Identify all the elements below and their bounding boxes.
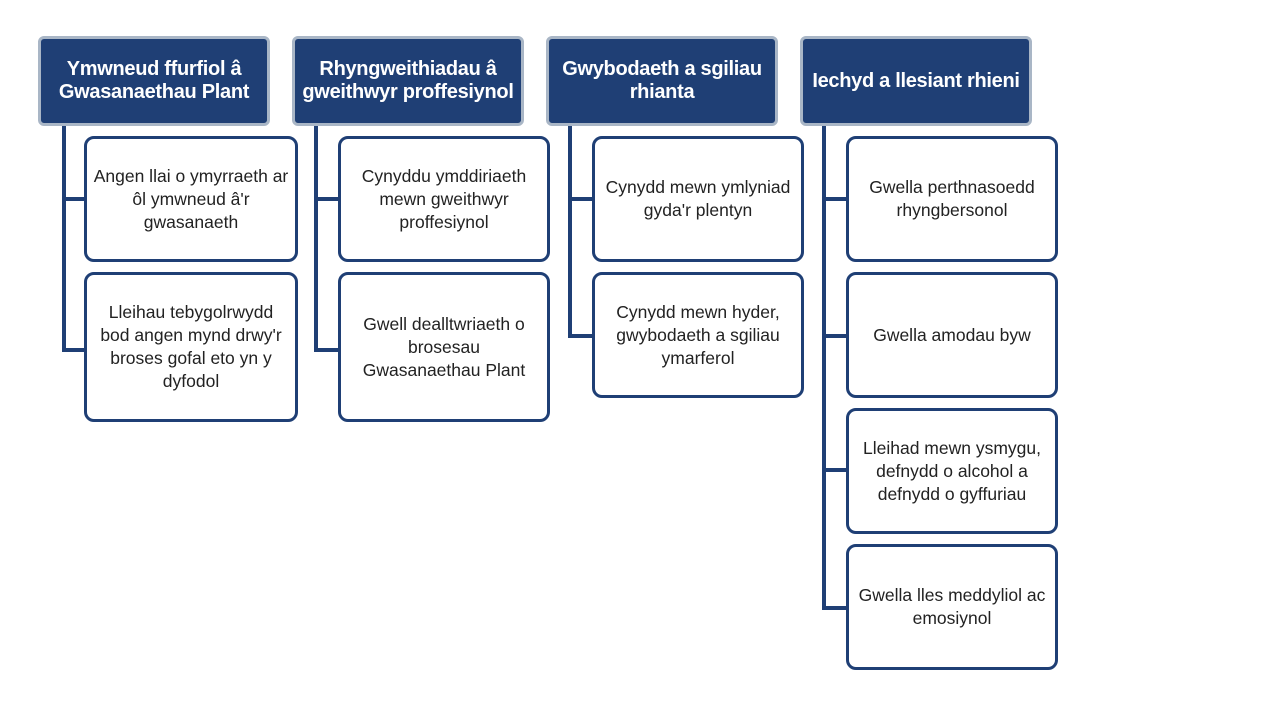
header-label: Rhyngweithiadau â gweithwyr proffesiynol — [302, 58, 514, 103]
outcome-label: Gwell dealltwriaeth o brosesau Gwasanaet… — [362, 313, 526, 380]
outcome-box: Lleihad mewn ysmygu, defnydd o alcohol a… — [846, 408, 1058, 534]
outcome-box: Gwell dealltwriaeth o brosesau Gwasanaet… — [338, 272, 550, 422]
connector-branch — [314, 197, 340, 201]
connector-branch — [822, 606, 848, 610]
connector-branch — [314, 348, 340, 352]
header-parent-wellbeing: Iechyd a llesiant rhieni — [800, 36, 1032, 126]
connector-vertical — [568, 126, 572, 338]
connector-branch — [568, 334, 594, 338]
header-formal-engagement: Ymwneud ffurfiol â Gwasanaethau Plant — [38, 36, 270, 126]
outcome-box: Gwella amodau byw — [846, 272, 1058, 398]
header-parenting-skills: Gwybodaeth a sgiliau rhianta — [546, 36, 778, 126]
connector-branch — [822, 197, 848, 201]
connector-vertical — [62, 126, 66, 352]
outcome-label: Lleihad mewn ysmygu, defnydd o alcohol a… — [863, 437, 1041, 504]
header-professional-interactions: Rhyngweithiadau â gweithwyr proffesiynol — [292, 36, 524, 126]
outcome-box: Cynydd mewn hyder, gwybodaeth a sgiliau … — [592, 272, 804, 398]
connector-branch — [822, 468, 848, 472]
outcome-box: Gwella perthnasoedd rhyngbersonol — [846, 136, 1058, 262]
outcome-label: Gwella perthnasoedd rhyngbersonol — [869, 177, 1035, 220]
connector-vertical — [822, 126, 826, 610]
connector-branch — [822, 334, 848, 338]
outcome-box: Lleihau tebygolrwydd bod angen mynd drwy… — [84, 272, 298, 422]
header-label: Ymwneud ffurfiol â Gwasanaethau Plant — [58, 58, 250, 103]
outcome-label: Gwella amodau byw — [873, 324, 1031, 345]
header-label: Iechyd a llesiant rhieni — [812, 69, 1020, 92]
connector-branch — [62, 197, 86, 201]
header-label: Gwybodaeth a sgiliau rhianta — [562, 58, 762, 103]
connector-branch — [62, 348, 86, 352]
connector-branch — [568, 197, 594, 201]
outcome-box: Cynydd mewn ymlyniad gyda'r plentyn — [592, 136, 804, 262]
outcome-label: Gwella lles meddyliol ac emosiynol — [858, 585, 1046, 628]
outcome-box: Gwella lles meddyliol ac emosiynol — [846, 544, 1058, 670]
outcome-label: Lleihau tebygolrwydd bod angen mynd drwy… — [100, 302, 282, 391]
outcome-box: Angen llai o ymyrraeth ar ôl ymwneud â'r… — [84, 136, 298, 262]
outcome-label: Cynyddu ymddiriaeth mewn gweithwyr proff… — [361, 165, 527, 232]
outcome-label: Cynydd mewn ymlyniad gyda'r plentyn — [605, 177, 791, 220]
connector-vertical — [314, 126, 318, 352]
outcome-box: Cynyddu ymddiriaeth mewn gweithwyr proff… — [338, 136, 550, 262]
outcome-label: Angen llai o ymyrraeth ar ôl ymwneud â'r… — [93, 165, 289, 232]
outcome-label: Cynydd mewn hyder, gwybodaeth a sgiliau … — [616, 301, 780, 368]
